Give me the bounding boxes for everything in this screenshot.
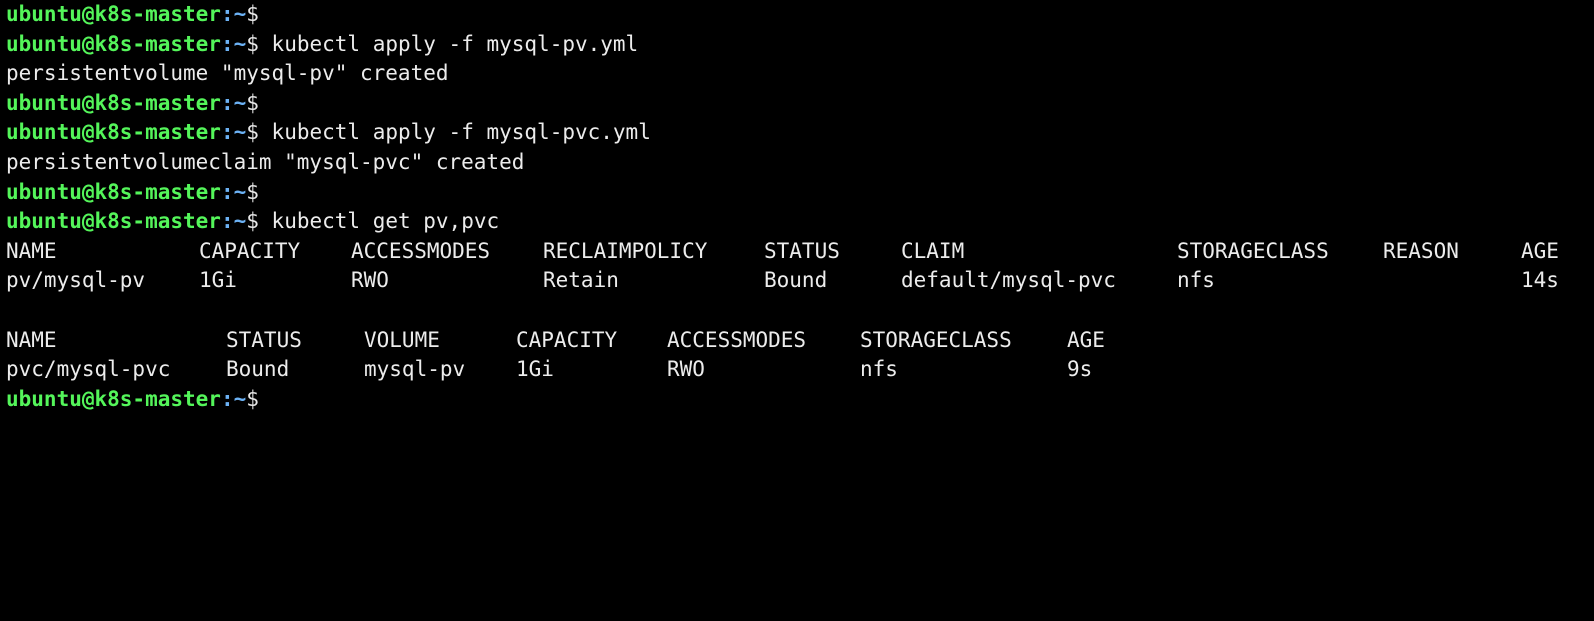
prompt-path: :~: [220, 120, 247, 145]
prompt-line: ubuntu@k8s-master:~$: [6, 89, 1594, 119]
pvc-header-accessmodes: ACCESSMODES: [667, 327, 807, 352]
prompt-path: :~: [220, 2, 247, 26]
command-text: kubectl get pv,pvc: [271, 209, 500, 234]
prompt-user-host: ubuntu@k8s-master: [6, 120, 221, 145]
table-row: pvc/mysql-pvc Bound mysql-pv 1Gi RWO nfs…: [6, 355, 1594, 385]
pv-cell-reclaimpolicy: Retain: [543, 268, 619, 293]
command-text: kubectl apply -f mysql-pvc.yml: [271, 120, 651, 145]
pv-cell-age: 14s: [1521, 268, 1559, 293]
pv-header-status: STATUS: [764, 238, 840, 263]
prompt-user-host: ubuntu@k8s-master: [6, 179, 221, 204]
prompt-sign: $: [246, 386, 259, 411]
pvc-cell-name: pvc/mysql-pvc: [6, 357, 171, 382]
pvc-cell-storageclass: nfs: [860, 357, 898, 382]
pvc-header-capacity: CAPACITY: [516, 327, 618, 352]
prompt-path: :~: [220, 386, 247, 411]
pv-header-name: NAME: [6, 238, 57, 263]
prompt-path: :~: [220, 209, 247, 234]
pv-table-header: NAME CAPACITY ACCESSMODES RECLAIMPOLICY …: [6, 237, 1594, 267]
table-row: pv/mysql-pv 1Gi RWO Retain Bound default…: [6, 266, 1594, 296]
blank-line: [6, 296, 1594, 326]
pvc-header-volume: VOLUME: [364, 327, 440, 352]
pv-header-accessmodes: ACCESSMODES: [351, 238, 491, 263]
pvc-cell-age: 9s: [1067, 357, 1093, 382]
pvc-header-storageclass: STORAGECLASS: [860, 327, 1012, 352]
command-text: kubectl apply -f mysql-pv.yml: [271, 31, 639, 56]
pvc-header-status: STATUS: [226, 327, 302, 352]
prompt-sign: $: [246, 31, 259, 56]
pv-cell-status: Bound: [764, 268, 828, 293]
pv-header-reason: REASON: [1383, 238, 1459, 263]
pvc-header-name: NAME: [6, 327, 57, 352]
prompt-user-host: ubuntu@k8s-master: [6, 209, 221, 234]
prompt-path: :~: [220, 90, 247, 115]
prompt-user-host: ubuntu@k8s-master: [6, 2, 221, 26]
pv-cell-capacity: 1Gi: [199, 268, 237, 293]
prompt-path: :~: [220, 179, 247, 204]
pv-header-capacity: CAPACITY: [199, 238, 301, 263]
pvc-cell-status: Bound: [226, 357, 290, 382]
prompt-sign: $: [246, 90, 259, 115]
pvc-cell-accessmodes: RWO: [667, 357, 705, 382]
pvc-cell-volume: mysql-pv: [364, 357, 466, 382]
prompt-line-active[interactable]: ubuntu@k8s-master:~$: [6, 385, 1594, 415]
pv-cell-accessmodes: RWO: [351, 268, 389, 293]
pv-cell-name: pv/mysql-pv: [6, 268, 146, 293]
pv-cell-storageclass: nfs: [1177, 268, 1215, 293]
prompt-line: ubuntu@k8s-master:~$: [6, 178, 1594, 208]
command-line: ubuntu@k8s-master:~$ kubectl apply -f my…: [6, 30, 1594, 60]
pv-cell-claim: default/mysql-pvc: [901, 268, 1116, 293]
terminal-window[interactable]: ubuntu@k8s-master:~$ ubuntu@k8s-master:~…: [0, 0, 1594, 416]
prompt-sign: $: [246, 2, 259, 26]
pvc-cell-capacity: 1Gi: [516, 357, 554, 382]
pvc-header-age: AGE: [1067, 327, 1105, 352]
pv-header-claim: CLAIM: [901, 238, 965, 263]
pvc-table-header: NAME STATUS VOLUME CAPACITY ACCESSMODES …: [6, 326, 1594, 356]
terminal-cursor: [259, 388, 270, 410]
prompt-user-host: ubuntu@k8s-master: [6, 31, 221, 56]
prompt-sign: $: [246, 179, 259, 204]
prompt-sign: $: [246, 120, 259, 145]
command-line: ubuntu@k8s-master:~$ kubectl apply -f my…: [6, 118, 1594, 148]
command-output: persistentvolumeclaim "mysql-pvc" create…: [6, 149, 525, 174]
pv-header-reclaimpolicy: RECLAIMPOLICY: [543, 238, 708, 263]
prompt-line: ubuntu@k8s-master:~$: [6, 0, 1594, 30]
command-line: ubuntu@k8s-master:~$ kubectl get pv,pvc: [6, 207, 1594, 237]
pv-header-storageclass: STORAGECLASS: [1177, 238, 1329, 263]
prompt-user-host: ubuntu@k8s-master: [6, 90, 221, 115]
command-output: persistentvolume "mysql-pv" created: [6, 61, 449, 86]
prompt-sign: $: [246, 209, 259, 234]
pv-header-age: AGE: [1521, 238, 1559, 263]
prompt-user-host: ubuntu@k8s-master: [6, 386, 221, 411]
prompt-path: :~: [220, 31, 247, 56]
